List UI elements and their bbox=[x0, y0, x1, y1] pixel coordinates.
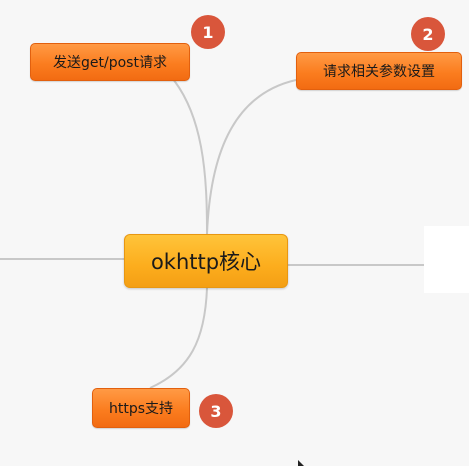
edge-to-branch-2 bbox=[206, 79, 297, 235]
number-badge-1: 1 bbox=[191, 15, 225, 49]
branch-node-send-request[interactable]: 发送get/post请求 bbox=[30, 43, 190, 81]
edge-to-branch-3 bbox=[149, 287, 208, 389]
branch-node-label: 发送get/post请求 bbox=[53, 55, 167, 71]
right-panel bbox=[424, 226, 469, 293]
branch-node-request-params[interactable]: 请求相关参数设置 bbox=[296, 52, 462, 90]
branch-node-label: https支持 bbox=[108, 401, 174, 417]
central-node-label: okhttp核心 bbox=[150, 250, 262, 274]
number-badge-2: 2 bbox=[411, 17, 445, 51]
branch-node-https-support[interactable]: https支持 bbox=[92, 388, 190, 428]
branch-node-label: 请求相关参数设置 bbox=[323, 64, 435, 80]
central-node[interactable]: okhttp核心 bbox=[124, 234, 288, 288]
mouse-cursor-icon bbox=[298, 460, 304, 466]
edge-to-branch-1 bbox=[164, 69, 208, 235]
number-badge-3: 3 bbox=[199, 394, 233, 428]
